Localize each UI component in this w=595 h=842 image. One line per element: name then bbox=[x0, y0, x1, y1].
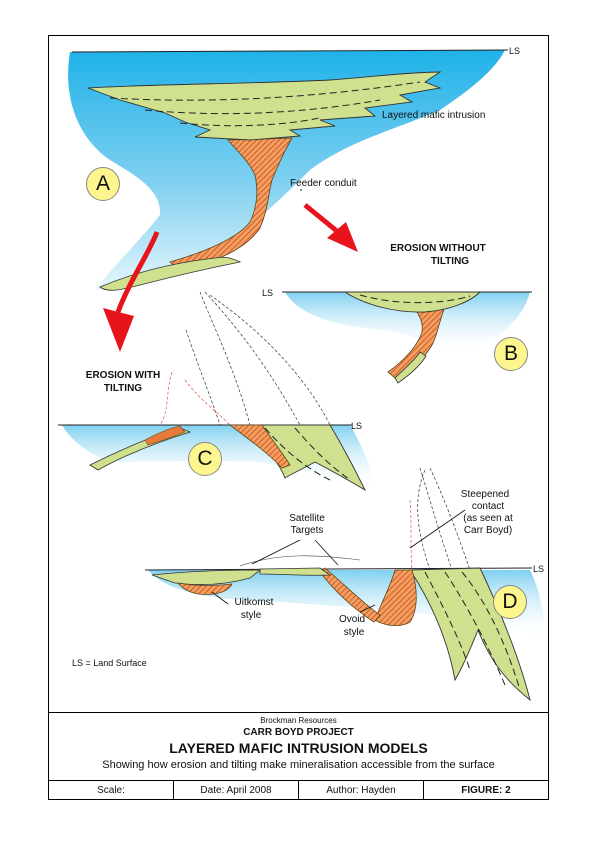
panel-b-dyke bbox=[394, 351, 427, 384]
panel-d-satellite-dyke bbox=[259, 567, 332, 576]
steepened-contact-label-3: (as seen at bbox=[463, 513, 513, 524]
satellite-targets-label-2: Targets bbox=[290, 525, 324, 536]
panel-d-badge: D bbox=[493, 585, 527, 619]
leader-lines bbox=[211, 509, 466, 613]
figure-number-cell: FIGURE: 2 bbox=[461, 785, 511, 796]
erosion-with-tilting-label-1: EROSION WITH bbox=[85, 370, 161, 381]
panel-a-badge: A bbox=[86, 167, 120, 201]
ovoid-style-label-2: style bbox=[343, 627, 365, 638]
panel-d-uitkomst bbox=[177, 582, 233, 595]
erosion-without-tilting-label-1: EROSION WITHOUT bbox=[390, 243, 486, 254]
footer-row: Scale: Date: April 2008 Author: Hayden F… bbox=[49, 780, 548, 800]
ovoid-style-label-1: Ovoid bbox=[338, 614, 366, 625]
erosion-without-tilting-label-2: TILTING bbox=[430, 256, 470, 267]
panel-d-feeder bbox=[319, 567, 381, 623]
uitkomst-style-label-2: style bbox=[240, 610, 262, 621]
figure-subtitle: Showing how erosion and tilting make min… bbox=[102, 759, 495, 771]
steepened-contact-label-4: Carr Boyd) bbox=[463, 525, 513, 536]
uitkomst-style-label-1: Uitkomst bbox=[234, 597, 274, 608]
feeder-conduit-label: Feeder conduit bbox=[290, 178, 357, 189]
company-name: Brockman Resources bbox=[260, 716, 337, 725]
panel-b-badge: B bbox=[494, 337, 528, 371]
author-cell: Author: Hayden bbox=[299, 781, 424, 800]
steepened-contact-label-2: contact bbox=[471, 501, 505, 512]
panel-b-intrusion bbox=[343, 291, 482, 313]
erosion-with-tilting-label-2: TILTING bbox=[103, 383, 143, 394]
panel-c-dyke-sulphide bbox=[144, 425, 186, 446]
panel-b-water bbox=[285, 292, 530, 355]
arrow-to-c-head bbox=[103, 308, 134, 352]
figure-title: LAYERED MAFIC INTRUSION MODELS bbox=[169, 740, 428, 756]
arrow-to-c bbox=[115, 231, 160, 313]
ls-label-d: LS bbox=[533, 564, 545, 574]
ls-legend-label: LS = Land Surface bbox=[72, 658, 147, 668]
ls-label-b: LS bbox=[262, 288, 274, 298]
date-cell: Date: April 2008 bbox=[174, 781, 299, 800]
layered-mafic-intrusion-label: Layered mafic intrusion bbox=[382, 110, 486, 121]
ls-label-c: LS bbox=[351, 421, 363, 431]
panel-d-conduit bbox=[374, 569, 417, 626]
ls-label-a: LS bbox=[509, 46, 521, 56]
panel-c-badge: C bbox=[188, 442, 222, 476]
erosion-arrows bbox=[103, 203, 358, 352]
arrow-to-b bbox=[303, 203, 340, 234]
scale-cell: Scale: bbox=[49, 781, 174, 800]
title-block: Brockman Resources CARR BOYD PROJECT LAY… bbox=[49, 712, 548, 782]
project-name: CARR BOYD PROJECT bbox=[243, 727, 354, 738]
panel-b-diagram bbox=[282, 291, 532, 384]
arrow-to-b-head bbox=[327, 222, 358, 252]
panel-a-intrusion bbox=[87, 71, 442, 141]
panel-c-conduit bbox=[228, 424, 291, 469]
satellite-targets-label-1: Satellite bbox=[289, 513, 325, 524]
panel-a-diagram bbox=[68, 49, 509, 291]
steepened-contact-label-1: Steepened bbox=[460, 489, 510, 500]
panel-d-diagram bbox=[144, 467, 545, 702]
panel-d-intrusion bbox=[409, 567, 531, 702]
